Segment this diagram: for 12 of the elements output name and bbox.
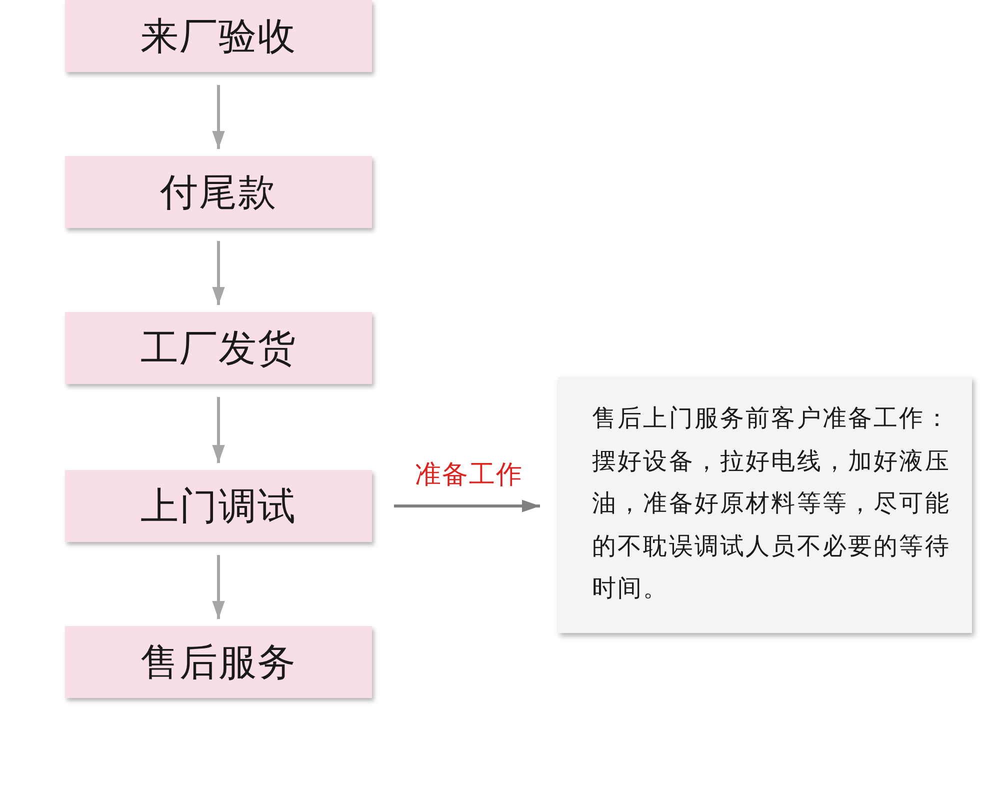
arrow	[212, 397, 225, 463]
arrow	[394, 500, 540, 512]
process-box: 售后服务	[65, 626, 372, 698]
note-box	[558, 377, 972, 633]
arrow	[212, 555, 225, 619]
process-box: 付尾款	[65, 156, 372, 228]
note-text: 售后上门服务前客户准备工作：摆好设备，拉好电线，加好液压油，准备好原材料等等，尽可能的不耽误调试人员不必要的等待时间。	[592, 403, 952, 604]
arrow	[212, 241, 225, 305]
process-box: 工厂发货	[65, 312, 372, 384]
process-box: 上门调试	[65, 470, 372, 542]
process-box: 来厂验收	[65, 0, 372, 72]
arrow	[212, 85, 225, 149]
